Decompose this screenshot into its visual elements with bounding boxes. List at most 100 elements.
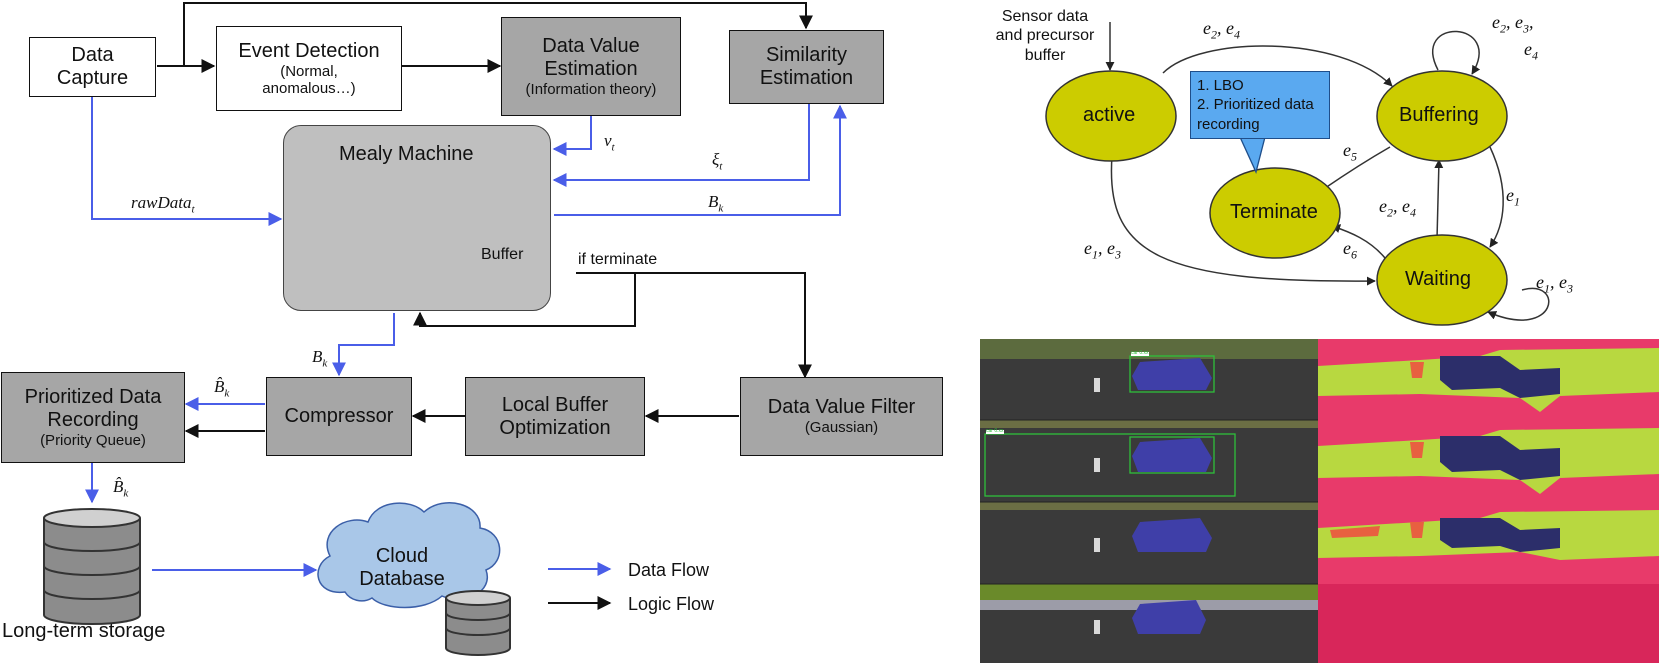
edge-label-part: e1	[1084, 238, 1098, 262]
data-flow-arrows	[85, 96, 847, 577]
b-k-label-top: Bk	[708, 192, 723, 214]
similarity-line1: Similarity	[765, 44, 848, 66]
b-hat-k-sub-down: k	[123, 487, 129, 500]
camera-frames	[980, 339, 1318, 663]
event-detection-sub1: (Normal,	[280, 62, 338, 80]
pdr-sub: (Priority Queue)	[40, 431, 146, 449]
state-terminate-label: Terminate	[1230, 201, 1318, 223]
cloud-line2: Database	[359, 568, 445, 590]
data-capture-line1: Data	[71, 44, 114, 66]
callout-line3: recording	[1197, 115, 1260, 133]
legend-lines	[548, 562, 612, 610]
lbo-line1: Local Buffer	[501, 393, 609, 416]
legend-logic-flow: Logic Flow	[628, 594, 715, 614]
state-machine-nodes	[1045, 70, 1508, 326]
edge-buffering-terminate-label: e5	[1343, 140, 1357, 165]
compressor-label: Compressor	[284, 405, 394, 427]
b-hat-k-label-down: B̂k	[113, 477, 128, 499]
edge-label-part: e3	[1107, 238, 1121, 262]
b-k-text-top: B	[708, 192, 719, 211]
v-t-sub: t	[611, 141, 615, 154]
cloud-icon	[317, 502, 501, 609]
edge-label-part: e3	[1515, 12, 1529, 36]
edge-label-part: e1	[1536, 272, 1550, 296]
similarity-line2: Estimation	[759, 67, 854, 89]
edge-label-part: e2	[1203, 18, 1217, 42]
detection-label-1: car 0.xx	[1131, 350, 1149, 356]
edge-label-part: e4	[1402, 196, 1416, 220]
long-term-storage-label: Long-term storage	[2, 620, 166, 642]
b-k-sub-top: k	[718, 202, 724, 215]
edge-waiting-self-label: e1, e3	[1536, 272, 1573, 296]
edge-label-part: e4	[1226, 18, 1240, 42]
b-k-sub-mid: k	[322, 357, 328, 370]
callout-box: 1. LBO 2. Prioritized data recording	[1190, 71, 1330, 139]
edge-waiting-terminate-label: e6	[1343, 238, 1357, 263]
edge-label-part: e4	[1524, 39, 1538, 63]
local-buffer-optimization-box: Local Buffer Optimization	[465, 377, 645, 456]
sensor-line1: Sensor data	[1001, 8, 1089, 26]
edge-label-part: e1	[1506, 185, 1520, 209]
edge-waiting-buffering-label: e2, e4	[1379, 196, 1416, 220]
data-value-filter-box: Data Value Filter (Gaussian)	[740, 377, 943, 456]
callout-pointer	[1238, 136, 1266, 174]
callout-line1: 1. LBO	[1197, 76, 1244, 94]
dvf-title: Data Value Filter	[767, 396, 916, 419]
event-detection-title: Event Detection	[238, 39, 380, 62]
state-active-label: active	[1083, 104, 1136, 126]
edge-label-part: e6	[1343, 238, 1357, 262]
data-capture-line2: Capture	[56, 67, 129, 89]
cloud-line1: Cloud	[375, 545, 429, 567]
xi-t-sub: t	[719, 160, 723, 173]
lbo-line2: Optimization	[499, 416, 611, 439]
raw-data-text: rawData	[131, 193, 192, 212]
callout-line2: 2. Prioritized data	[1197, 96, 1314, 114]
xi-t-label: ξt	[712, 150, 722, 172]
data-value-estimation-box: Data Value Estimation (Information theor…	[501, 17, 681, 116]
edge-buffering-self-label: e2, e3, e4	[1492, 12, 1538, 63]
logic-flow-arrows	[157, 2, 813, 438]
v-t-label: vt	[604, 131, 615, 153]
buffer-label: Buffer	[481, 246, 524, 263]
event-detection-sub2: anomalous…)	[262, 80, 356, 97]
b-k-label-mid: Bk	[312, 347, 327, 369]
edge-label-part: e5	[1343, 140, 1357, 164]
edge-label-part: e2	[1379, 196, 1393, 220]
b-hat-k-label-right: B̂k	[214, 377, 229, 399]
segmentation-masks	[1318, 339, 1659, 663]
edge-buffering-waiting-label: e1	[1506, 185, 1520, 210]
data-capture-box: Data Capture	[29, 37, 156, 97]
dvf-sub: (Gaussian)	[804, 419, 879, 437]
legend-data-flow: Data Flow	[628, 560, 710, 580]
edge-active-waiting-label: e1, e3	[1084, 238, 1121, 262]
v-t-text: v	[604, 131, 612, 150]
mealy-machine-title: Mealy Machine	[339, 143, 474, 165]
state-machine-edges	[1105, 22, 1550, 321]
edge-label-part: e2	[1492, 12, 1506, 36]
b-hat-k-text-down: B̂	[113, 477, 124, 496]
state-waiting-label: Waiting	[1405, 268, 1471, 290]
pdr-title1: Prioritized Data	[24, 385, 162, 408]
dve-sub: (Information theory)	[525, 80, 657, 98]
dve-title1: Data Value	[542, 34, 640, 57]
b-hat-k-text-right: B̂	[214, 377, 225, 396]
raw-data-sub: t	[191, 203, 195, 216]
edge-label-part: e3	[1559, 272, 1573, 296]
mealy-machine-box	[283, 125, 551, 311]
xi-t-text: ξ	[712, 150, 720, 169]
state-buffering-label: Buffering	[1399, 104, 1479, 126]
prioritized-data-recording-box: Prioritized Data Recording (Priority Que…	[1, 372, 185, 463]
b-hat-k-sub-right: k	[224, 387, 230, 400]
event-detection-box: Event Detection (Normal, anomalous…)	[216, 26, 402, 111]
sensor-line3: buffer	[1024, 46, 1066, 64]
cloud-database-icon	[445, 590, 511, 656]
detection-label-2: car 0.xx	[986, 428, 1004, 434]
cloud-database-label: Cloud Database	[352, 538, 452, 598]
pdr-title2: Recording	[47, 408, 139, 431]
sensor-input-note: Sensor data and precursor buffer	[985, 3, 1105, 69]
raw-data-label: rawDatat	[131, 193, 195, 215]
compressor-box: Compressor	[266, 377, 412, 456]
edge-active-buffering-label: e2, e4	[1203, 18, 1240, 42]
sensor-line2: and precursor	[995, 27, 1095, 45]
